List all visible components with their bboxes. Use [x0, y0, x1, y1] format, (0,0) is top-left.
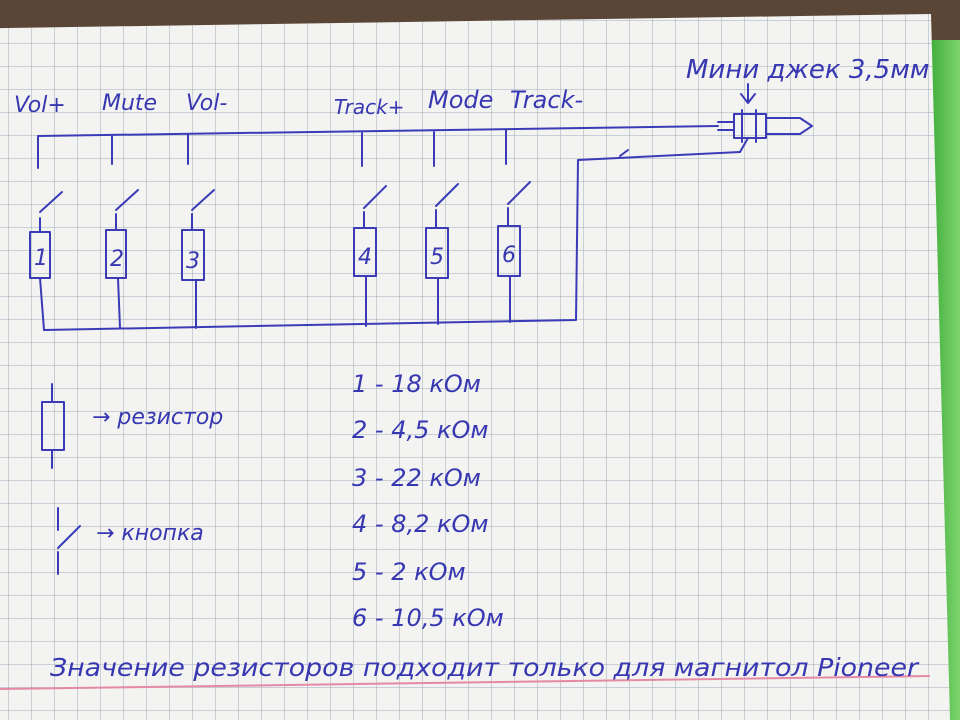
branch-2: 2 [105, 134, 139, 329]
bottom-bus-wire [43, 151, 741, 331]
legend-button: → кнопка [57, 507, 204, 575]
label-track-minus: Track- [510, 86, 583, 114]
label-track-plus: Track+ [334, 95, 404, 119]
value-4: 4 - 8,2 кОм [352, 510, 488, 538]
label-vol-plus: Vol+ [14, 93, 66, 118]
value-1: 1 - 18 кОм [352, 370, 481, 398]
branch-1: 1 [29, 135, 63, 331]
resistor-num-6: 6 [502, 243, 516, 268]
legend-button-text: → кнопка [96, 521, 204, 546]
branch-4: 4 [353, 132, 387, 327]
wire-tick [619, 149, 629, 157]
legend-resistor: → резистор [41, 383, 223, 469]
branch-5: 5 [425, 131, 459, 325]
label-mode: Mode [428, 86, 493, 114]
value-6: 6 - 10,5 кОм [352, 604, 504, 632]
value-5: 5 - 2 кОм [352, 558, 466, 586]
branch-3: 3 [181, 133, 215, 329]
legend-resistor-text: → резистор [92, 405, 223, 430]
resistor-num-2: 2 [110, 247, 124, 272]
resistor-num-3: 3 [186, 249, 200, 274]
resistor-num-4: 4 [358, 245, 372, 270]
jack-arrow [740, 83, 756, 104]
grid-paper [0, 14, 950, 720]
mini-jack-icon [717, 109, 813, 153]
label-mute: Mute [102, 91, 157, 116]
value-2: 2 - 4,5 кОм [352, 416, 488, 444]
jack-label: Мини джек 3,5мм [686, 55, 929, 85]
note-text: Значение резисторов подходит только для … [50, 653, 920, 682]
resistor-num-1: 1 [34, 246, 48, 271]
resistor-num-5: 5 [430, 245, 444, 270]
label-vol-minus: Vol- [186, 91, 227, 116]
top-bus-wire [37, 125, 719, 137]
branch-6: 6 [497, 129, 531, 323]
value-3: 3 - 22 кОм [352, 464, 481, 492]
